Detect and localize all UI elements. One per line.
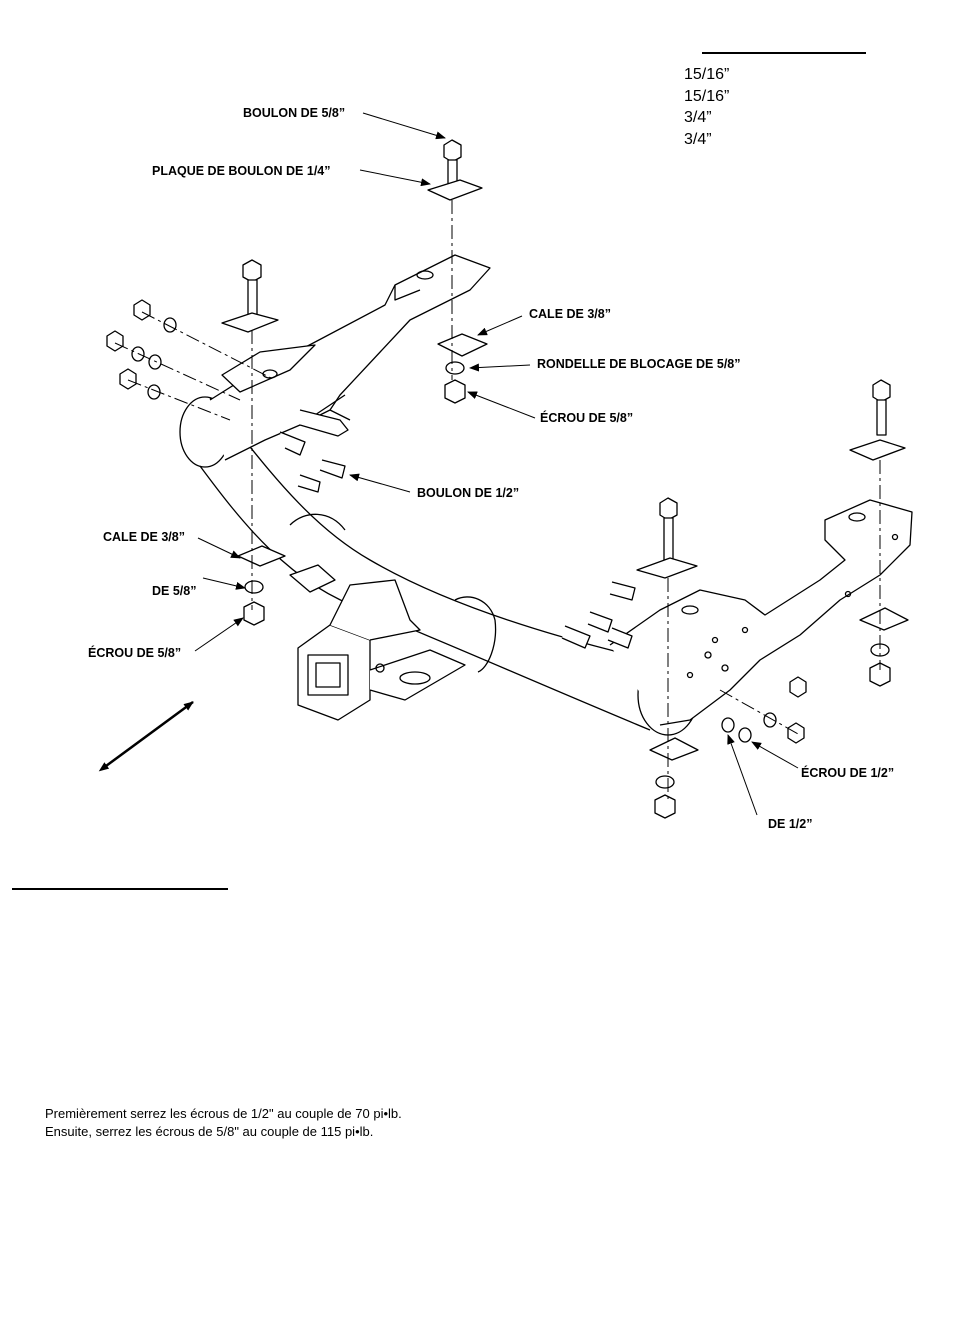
socket-size: 15/16” [684, 66, 730, 83]
label-nut-1-2: ÉCROU DE 1/2” [801, 766, 895, 780]
torque-instruction: Ensuite, serrez les écrous de 5/8" au co… [45, 1124, 374, 1139]
bolt-5-8-right [636, 497, 698, 579]
label-plate-1-4: PLAQUE DE BOULON DE 1/4” [152, 164, 331, 178]
direction-arrow [98, 700, 194, 772]
bolt-5-8-top [427, 139, 483, 201]
sizes-heading-rule [702, 52, 866, 54]
spacer-bottom [649, 737, 699, 761]
section-rule [12, 888, 228, 890]
spacer-right-far [859, 607, 909, 631]
bolt-5-8-left [221, 259, 279, 333]
label-nut-5-8-right: ÉCROU DE 5/8” [540, 411, 634, 425]
label-spacer-3-8-right: CALE DE 3/8” [529, 307, 611, 321]
socket-size: 15/16” [684, 88, 730, 105]
right-bracket [609, 499, 913, 726]
label-lockwasher-5-8: RONDELLE DE BLOCAGE DE 5/8” [537, 357, 741, 371]
label-bolt-1-2: BOULON DE 1/2” [417, 486, 520, 500]
socket-size: 3/4” [684, 109, 712, 126]
socket-size: 3/4” [684, 131, 712, 148]
cross-tube [179, 396, 699, 736]
spacer-left [237, 545, 286, 567]
receiver [289, 564, 466, 721]
label-de-1-2: DE 1/2” [768, 817, 813, 831]
bolt-5-8-right-far [849, 379, 906, 461]
label-bolt-5-8-top: BOULON DE 5/8” [243, 106, 346, 120]
label-nut-5-8-left: ÉCROU DE 5/8” [88, 646, 182, 660]
spacer-right [437, 333, 488, 357]
label-de-5-8: DE 5/8” [152, 584, 197, 598]
torque-instruction: Premièrement serrez les écrous de 1/2" a… [45, 1106, 402, 1121]
label-spacer-3-8-left: CALE DE 3/8” [103, 530, 185, 544]
